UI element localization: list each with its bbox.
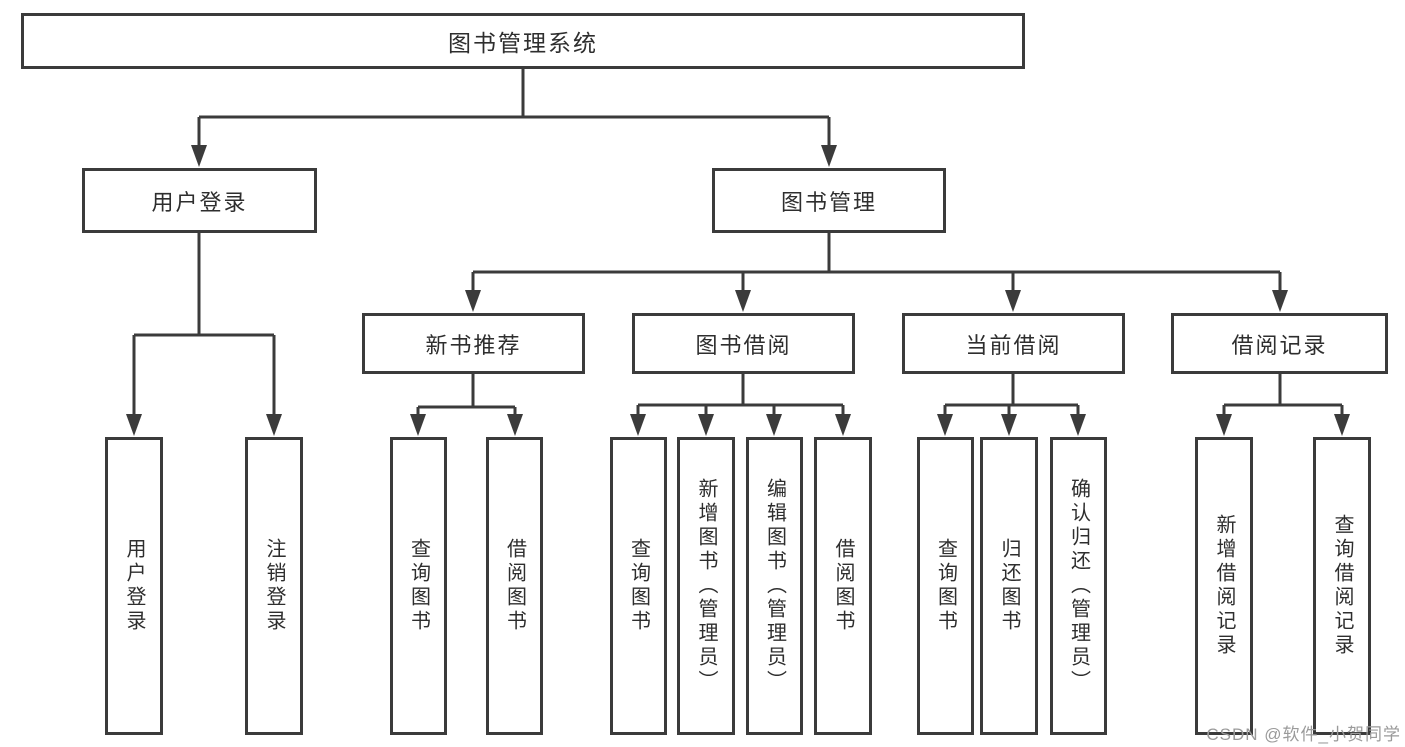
leaf-borrow-books-borrowing-label: 借阅图书 <box>832 538 854 634</box>
leaf-edit-books-admin-label: 编辑图书（管理员） <box>763 478 786 694</box>
arrowhead-leaf-add-borrow-record <box>1216 414 1232 436</box>
leaf-borrow-books-recommend: 借阅图书 <box>486 437 543 735</box>
arrowhead-leaf-borrow-books-b <box>835 414 851 436</box>
connector-book-borrowing-to-leaves <box>636 374 845 421</box>
arrowhead-leaf-logout <box>266 414 282 436</box>
node-root-system-label: 图书管理系统 <box>448 30 598 56</box>
connector-user-login-to-leaves <box>132 232 276 421</box>
leaf-add-books-admin: 新增图书（管理员） <box>677 437 735 735</box>
node-book-borrowing-label: 图书借阅 <box>695 332 792 358</box>
leaf-edit-books-admin: 编辑图书（管理员） <box>746 437 803 735</box>
leaf-borrow-books-recommend-label: 借阅图书 <box>503 538 526 634</box>
node-current-borrowing-label: 当前借阅 <box>965 332 1062 358</box>
node-borrowing-records-label: 借阅记录 <box>1231 332 1328 358</box>
leaf-query-borrow-record: 查询借阅记录 <box>1313 437 1371 735</box>
leaf-borrow-books-borrowing: 借阅图书 <box>814 437 872 735</box>
leaf-confirm-return-admin-label: 确认归还（管理员） <box>1067 478 1090 694</box>
node-borrowing-records: 借阅记录 <box>1171 313 1388 374</box>
node-book-management-group: 图书管理 <box>712 168 946 233</box>
arrowhead-new-book-recommend <box>465 290 481 312</box>
arrowhead-leaf-query-books-c <box>937 414 953 436</box>
arrowhead-leaf-user-login <box>126 414 142 436</box>
leaf-user-login-label: 用户登录 <box>123 538 145 634</box>
arrowhead-borrowing-records <box>1272 290 1288 312</box>
arrowhead-book-management <box>821 145 837 167</box>
arrowhead-leaf-add-books <box>698 414 714 436</box>
arrowhead-leaf-borrow-books-a <box>507 414 523 436</box>
connector-new-book-recommend-to-leaves <box>416 374 517 421</box>
node-new-book-recommend-label: 新书推荐 <box>425 332 522 358</box>
node-new-book-recommend: 新书推荐 <box>362 313 585 374</box>
node-user-login-group-label: 用户登录 <box>151 189 248 215</box>
arrowhead-leaf-query-books-a <box>410 414 426 436</box>
arrowhead-user-login-group <box>191 145 207 167</box>
arrowhead-leaf-confirm-return <box>1070 414 1086 436</box>
leaf-query-books-recommend: 查询图书 <box>390 437 447 735</box>
node-root-system: 图书管理系统 <box>21 13 1025 69</box>
leaf-add-borrow-record-label: 新增借阅记录 <box>1213 514 1235 658</box>
leaf-query-books-current-label: 查询图书 <box>934 538 957 634</box>
leaf-confirm-return-admin: 确认归还（管理员） <box>1050 437 1107 735</box>
leaf-user-login: 用户登录 <box>105 437 163 735</box>
leaf-return-books: 归还图书 <box>980 437 1038 735</box>
arrowhead-leaf-query-books-b <box>630 414 646 436</box>
arrowhead-leaf-edit-books <box>766 414 782 436</box>
arrowhead-leaf-return-books <box>1001 414 1017 436</box>
leaf-add-borrow-record: 新增借阅记录 <box>1195 437 1253 735</box>
leaf-query-books-borrowing-label: 查询图书 <box>627 538 650 634</box>
node-user-login-group: 用户登录 <box>82 168 317 233</box>
node-book-management-group-label: 图书管理 <box>780 189 877 215</box>
node-current-borrowing: 当前借阅 <box>902 313 1125 374</box>
leaf-logout: 注销登录 <box>245 437 303 735</box>
leaf-query-books-borrowing: 查询图书 <box>610 437 667 735</box>
connector-root-to-level2 <box>197 68 831 153</box>
leaf-add-books-admin-label: 新增图书（管理员） <box>695 478 717 694</box>
arrowhead-book-borrowing <box>735 290 751 312</box>
leaf-query-borrow-record-label: 查询借阅记录 <box>1331 514 1353 658</box>
node-book-borrowing: 图书借阅 <box>632 313 855 374</box>
arrowhead-leaf-query-borrow-record <box>1334 414 1350 436</box>
connector-borrowing-records-to-leaves <box>1222 374 1344 421</box>
connector-current-borrowing-to-leaves <box>943 374 1080 421</box>
leaf-query-books-recommend-label: 查询图书 <box>407 538 430 634</box>
leaf-return-books-label: 归还图书 <box>998 538 1020 634</box>
leaf-query-books-current: 查询图书 <box>917 437 974 735</box>
connector-book-management-to-level3 <box>471 232 1282 298</box>
arrowhead-current-borrowing <box>1005 290 1021 312</box>
csdn-watermark: CSDN @软件_小贺同学 <box>1206 725 1401 744</box>
leaf-logout-label: 注销登录 <box>263 538 285 634</box>
